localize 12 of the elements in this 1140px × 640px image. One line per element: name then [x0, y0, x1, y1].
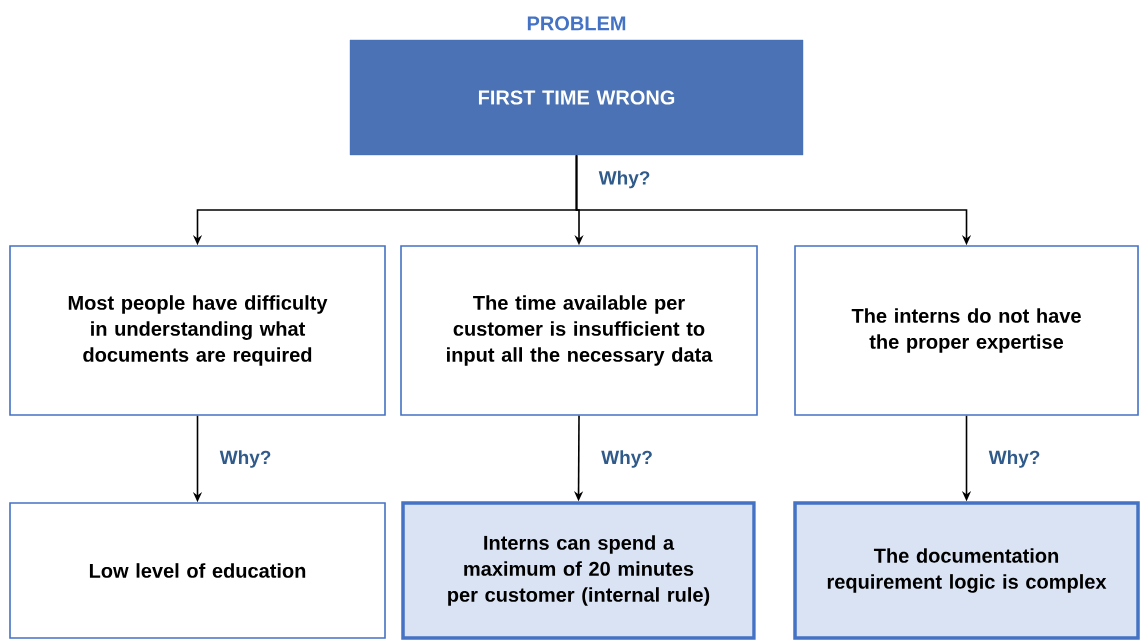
edge-label: Why?: [217, 448, 274, 470]
edge-label: Why?: [596, 168, 653, 191]
cause-box: Interns can spend a maximum of 20 minutes per customer (internal rule): [401, 501, 756, 640]
heading: PROBLEM: [527, 16, 626, 31]
problem-box: FIRST TIME WRONG: [349, 39, 804, 156]
cause-box: Most people have difficulty in understanding what documents are required: [9, 245, 386, 416]
edge-label: Why?: [599, 448, 655, 470]
cause-box: The interns do not have the proper expertise: [794, 245, 1139, 416]
cause-box: The documentation requirement logic is complex: [793, 501, 1140, 640]
cause-box: Low level of education: [9, 502, 386, 639]
cause-box: The time available per customer is insufficient to input all the necessary data: [400, 245, 758, 416]
edge-label: Why?: [986, 448, 1043, 470]
